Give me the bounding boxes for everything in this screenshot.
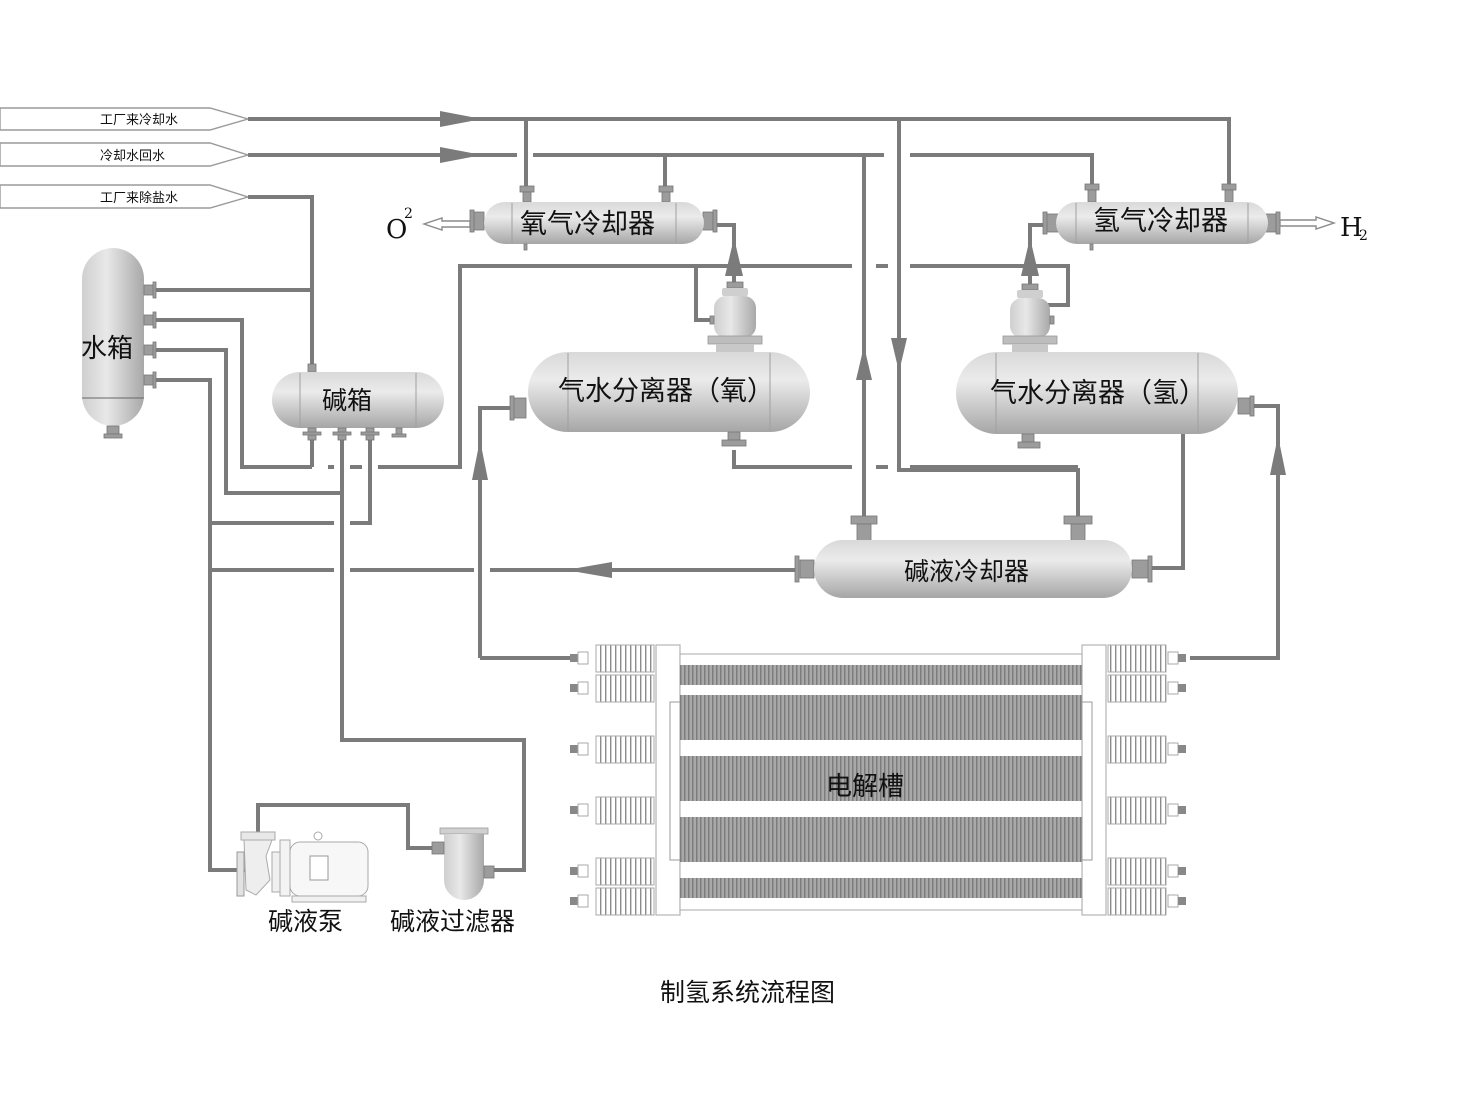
flow-arrow-up bbox=[1021, 238, 1039, 276]
inlet-tag-cooling-water-return: 冷却水回水 bbox=[0, 142, 251, 167]
lye-cooler[interactable]: 碱液冷却器 bbox=[794, 515, 1153, 598]
hydrogen-output: H 2 bbox=[1279, 213, 1368, 244]
inlet-tag-label: 冷却水回水 bbox=[100, 149, 165, 164]
flow-arrow-up bbox=[472, 440, 488, 480]
hydrogen-symbol-script: 2 bbox=[1359, 228, 1368, 244]
diagram-title: 制氢系统流程图 bbox=[660, 978, 835, 1007]
hydrogen-separator-label: 气水分离器（氢） bbox=[990, 378, 1206, 409]
electrolyzer[interactable]: 电解槽 bbox=[570, 644, 1186, 916]
flow-arrow-up bbox=[725, 238, 743, 276]
hydrogen-cooler[interactable]: 氢气冷却器 bbox=[1042, 183, 1281, 251]
flow-arrow-right bbox=[440, 111, 482, 127]
lye-tank-nozzles bbox=[302, 427, 407, 441]
lye-pump[interactable]: 碱液泵 bbox=[236, 831, 369, 936]
pipe-cooling-water-return bbox=[248, 153, 1094, 190]
oxygen-symbol-script: 2 bbox=[404, 206, 413, 222]
water-tank-label: 水箱 bbox=[81, 334, 133, 364]
electrolyzer-label: 电解槽 bbox=[826, 772, 904, 802]
inlet-tag-label: 工厂来冷却水 bbox=[100, 113, 178, 128]
inlet-tag-label: 工厂来除盐水 bbox=[100, 191, 178, 206]
oxygen-symbol: O bbox=[386, 215, 407, 245]
electrolyzer-right-terminals bbox=[1107, 644, 1186, 916]
oxygen-gas-water-separator[interactable]: 气水分离器（氧） bbox=[509, 281, 810, 447]
hydrogen-gas-water-separator[interactable]: 气水分离器（氢） bbox=[956, 283, 1255, 449]
flow-arrow-up bbox=[1270, 436, 1286, 475]
lye-filter-label: 碱液过滤器 bbox=[390, 907, 515, 936]
flow-arrow-right bbox=[440, 147, 482, 163]
inlet-tag-cooling-water: 工厂来冷却水 bbox=[0, 107, 251, 131]
lye-tank[interactable]: 碱箱 bbox=[272, 363, 444, 441]
pipe-network bbox=[155, 111, 1286, 872]
inlet-tag-demin-water: 工厂来除盐水 bbox=[0, 184, 251, 209]
oxygen-cooler[interactable]: 氧气冷却器 bbox=[469, 185, 718, 251]
pipe-cooling-water-supply bbox=[248, 117, 1231, 190]
water-tank-nozzles bbox=[143, 281, 157, 389]
oxygen-separator-label: 气水分离器（氧） bbox=[558, 376, 774, 407]
flow-arrow-left bbox=[566, 562, 612, 578]
water-tank[interactable]: 水箱 bbox=[81, 248, 157, 439]
flow-arrow-down bbox=[891, 338, 907, 372]
lye-tank-label: 碱箱 bbox=[322, 386, 372, 415]
pipe-demin-water bbox=[248, 195, 314, 365]
hydrogen-cooler-label: 氢气冷却器 bbox=[1093, 206, 1228, 237]
lye-cooler-label: 碱液冷却器 bbox=[904, 557, 1029, 586]
oxygen-output: O 2 bbox=[386, 206, 471, 245]
lye-filter[interactable]: 碱液过滤器 bbox=[390, 827, 515, 936]
oxygen-cooler-label: 氧气冷却器 bbox=[520, 209, 655, 240]
lye-pump-label: 碱液泵 bbox=[268, 907, 343, 936]
hydrogen-outflow-arrow bbox=[1279, 216, 1337, 230]
hydrogen-symbol: H bbox=[1340, 213, 1363, 243]
oxygen-outflow-arrow bbox=[421, 217, 471, 231]
flow-arrow-up bbox=[856, 346, 872, 380]
electrolyzer-left-terminals bbox=[570, 644, 655, 916]
